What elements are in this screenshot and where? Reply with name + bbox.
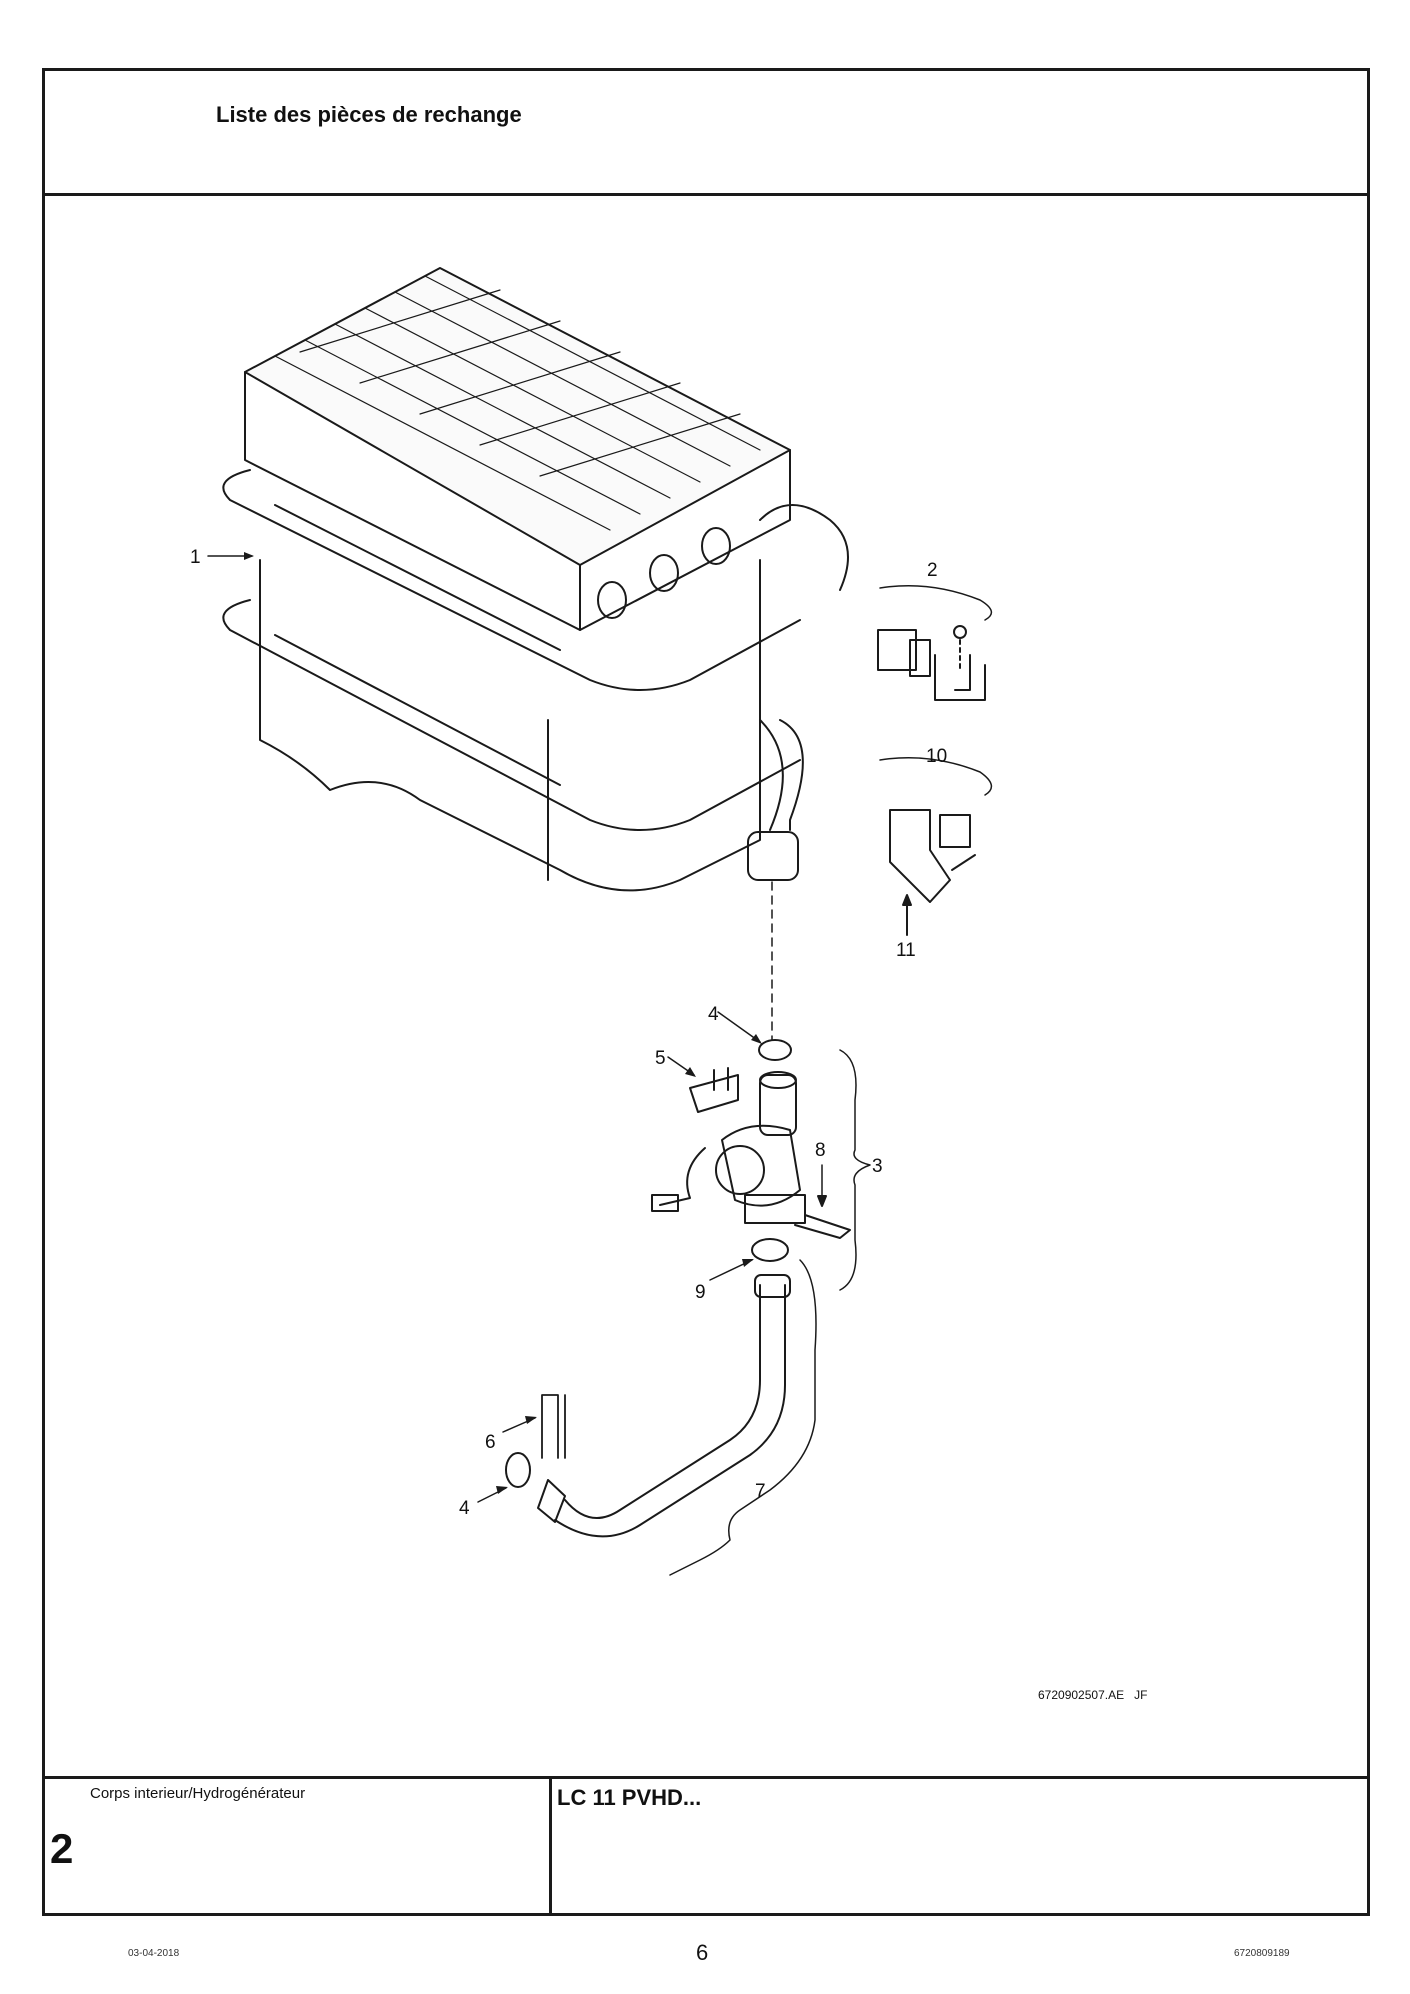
callout-10: 10 bbox=[926, 746, 947, 767]
page-number: 6 bbox=[696, 1940, 709, 1965]
callout-8: 8 bbox=[815, 1140, 826, 1161]
part-7-pipe bbox=[537, 1259, 817, 1576]
heat-exchanger bbox=[222, 267, 849, 1041]
part-2-temperature-sensor bbox=[877, 584, 993, 701]
callout-7: 7 bbox=[755, 1481, 766, 1502]
callout-4-bottom: 4 bbox=[459, 1498, 470, 1519]
page-frame bbox=[42, 68, 1370, 1916]
callout-3: 3 bbox=[872, 1156, 883, 1177]
callout-4-top: 4 bbox=[708, 1004, 719, 1025]
footer-doc-number: 6720809189 bbox=[1234, 1948, 1290, 1959]
callout-9: 9 bbox=[695, 1282, 706, 1303]
page-title: Liste des pièces de rechange bbox=[216, 102, 522, 127]
part-10-clip bbox=[879, 756, 993, 936]
drawing-reference: 6720902507.AE JF bbox=[1038, 1688, 1148, 1702]
callout-11: 11 bbox=[896, 940, 916, 961]
callout-6: 6 bbox=[485, 1432, 496, 1453]
callout-1: 1 bbox=[190, 547, 201, 568]
callout-5: 5 bbox=[655, 1048, 666, 1069]
footer-date: 03-04-2018 bbox=[128, 1948, 180, 1959]
exploded-parts-drawing: 1 2 3 4 5 8 9 10 11 6 4 7 bbox=[190, 267, 993, 1576]
header-divider bbox=[42, 193, 1370, 196]
callout-2: 2 bbox=[927, 560, 938, 581]
part-3-hydrogenerator bbox=[651, 1049, 871, 1291]
section-number: 2 bbox=[50, 1825, 74, 1872]
section-label: Corps interieur/Hydrogénérateur bbox=[90, 1785, 306, 1802]
footer-divider bbox=[42, 1776, 1370, 1779]
model-name: LC 11 PVHD... bbox=[557, 1785, 702, 1810]
footer-column-divider bbox=[549, 1776, 552, 1916]
